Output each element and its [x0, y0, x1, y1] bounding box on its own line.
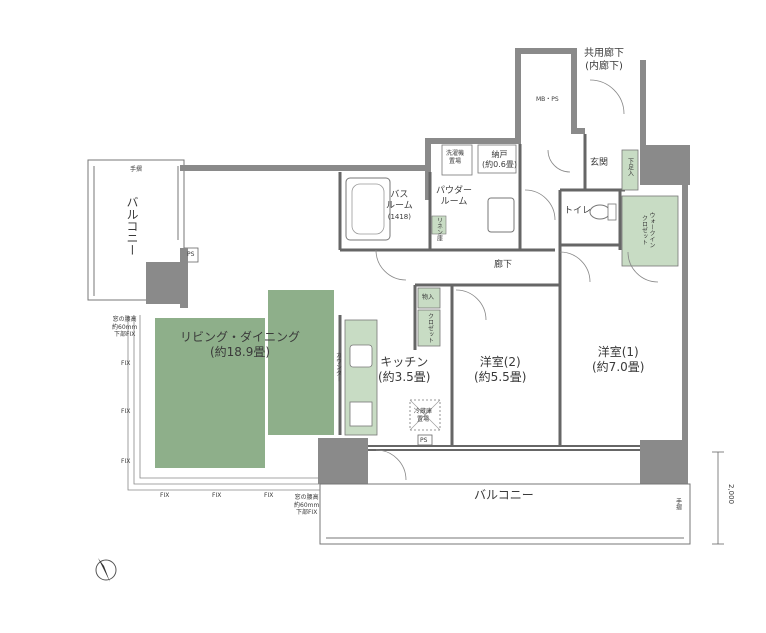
dimension-line [712, 451, 724, 545]
outer-walls [180, 48, 690, 484]
bathroom-size: (1418) [387, 212, 411, 221]
ps2-label: PS [420, 437, 428, 444]
common-corridor-name: 共用廊下 [584, 48, 624, 59]
south-window-line [368, 445, 640, 451]
fix5-label: FIX [212, 492, 222, 499]
west-balcony [87, 159, 185, 301]
living-dining-name: リビング・ダイニング [180, 330, 301, 344]
storage-closet-0 [477, 144, 517, 174]
closet-small-name: 納戸 [491, 150, 508, 159]
western2-label: 洋室(2) (約5.5畳) [474, 355, 526, 385]
reifuku-label: 冷蔵庫 置場 [414, 408, 433, 423]
mbps-label: MB・PS [536, 96, 559, 103]
closet-label: クロゼット [426, 313, 434, 343]
bathroom-name: バス ルーム [386, 190, 413, 212]
fix6-label: FIX [264, 492, 274, 499]
hall-storage [417, 287, 441, 309]
kitchen-sink [349, 344, 373, 368]
fix4-label: FIX [160, 492, 170, 499]
linen-label: リネン庫 [435, 217, 443, 241]
fix1-label: FIX [121, 360, 131, 367]
washer-label: 洗濯機 置場 [446, 150, 465, 165]
washbasin [487, 197, 515, 233]
counter-label: カウンター [334, 352, 342, 382]
balcony-west-label: バルコニー [125, 196, 139, 256]
washer-space [441, 144, 473, 176]
dining-floor [268, 290, 334, 435]
closet-small-label: 納戸 (約0.6畳) [482, 150, 517, 170]
kitchen-name: キッチン [380, 355, 429, 369]
living-window-frame [127, 315, 320, 491]
balcony-south-label: バルコニー [474, 488, 534, 502]
dimension-label: 2,000 [726, 484, 735, 505]
sill-note2: 窓の腰高 約60mm 下部FIX [294, 494, 320, 516]
bathtub [345, 177, 391, 241]
kitchen-stove [349, 401, 373, 427]
western1-name: 洋室(1) [597, 345, 639, 359]
north-arrow [95, 558, 117, 582]
linen-cabinet [431, 215, 447, 235]
kitchen-ps [417, 434, 433, 446]
fix3-label: FIX [121, 458, 131, 465]
western2-size: (約5.5畳) [474, 370, 527, 384]
toilet-tank [607, 203, 617, 221]
living-dining-size: (約18.9畳) [209, 345, 271, 359]
living-floor [155, 318, 265, 468]
living-dining-label: リビング・ダイニング (約18.9畳) [180, 330, 300, 360]
western1-size: (約7.0畳) [592, 360, 645, 374]
hallway-label: 廊下 [494, 260, 513, 270]
powder-label: パウダー ルーム [436, 186, 473, 208]
door-swings [375, 79, 659, 481]
fix2-label: FIX [121, 408, 131, 415]
sill-note1: 窓の腰高 約60mm 下部FIX [112, 316, 138, 338]
western1-label: 洋室(1) (約7.0畳) [592, 345, 644, 375]
shoebox-label: 下足入 [626, 158, 634, 176]
fridge-x2 [409, 399, 441, 431]
toilet-bowl [589, 204, 611, 220]
tesuri1-label: 手摺 [130, 166, 143, 173]
bathtub-inner [351, 183, 385, 235]
hall-closet [417, 309, 441, 347]
kitchen-size: (約3.5畳) [378, 370, 431, 384]
western2-name: 洋室(2) [479, 355, 521, 369]
closet-small-size: (約0.6畳) [482, 160, 517, 169]
ps-label: PS [187, 251, 195, 258]
tesuri2-label: 手摺 [674, 498, 682, 510]
shoe-box [621, 149, 639, 191]
bathroom-label: バス ルーム (1418) [386, 190, 413, 221]
walkin-label: ウォークイン クロゼット [640, 212, 656, 248]
toilet-label: トイレ [564, 206, 592, 216]
walkin-closet [621, 195, 679, 267]
kitchen-label: キッチン (約3.5畳) [378, 355, 430, 385]
south-balcony [319, 483, 691, 545]
storage-label: 物入 [422, 294, 435, 301]
common-corridor-sub: (内廊下) [585, 60, 623, 72]
common-corridor-label: 共用廊下 (内廊下) [584, 48, 624, 73]
entrance-label: 玄関 [590, 158, 609, 168]
